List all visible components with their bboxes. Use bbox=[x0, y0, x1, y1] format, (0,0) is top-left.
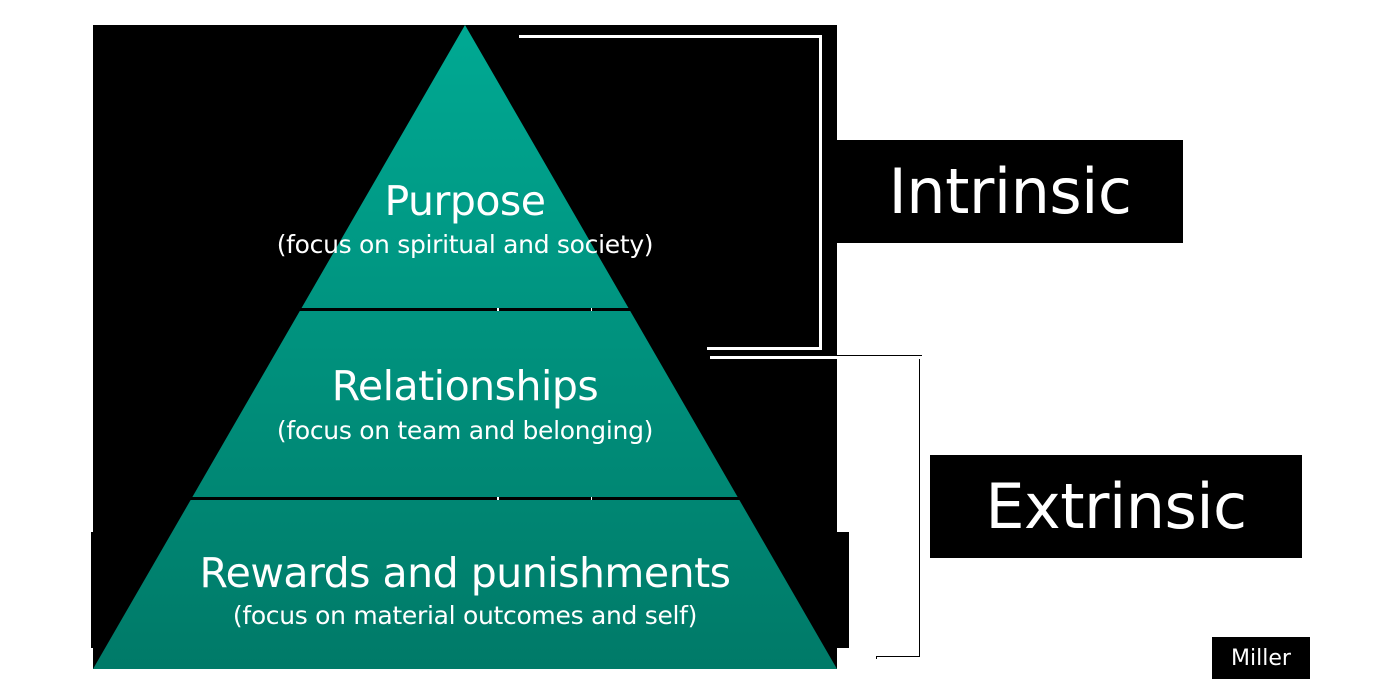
tier-rewards-title: Rewards and punishments bbox=[199, 549, 731, 597]
extrinsic-bracket bbox=[710, 355, 922, 659]
tier-rewards-subtitle: (focus on material outcomes and self) bbox=[232, 601, 698, 630]
background-block-lower-right bbox=[837, 532, 849, 648]
intrinsic-label: Intrinsic bbox=[837, 140, 1183, 243]
intrinsic-bracket bbox=[519, 35, 822, 350]
tier-relationships-subtitle: (focus on team and belonging) bbox=[276, 416, 654, 445]
tier-purpose-title: Purpose bbox=[384, 177, 546, 225]
background-block-lower-left bbox=[91, 532, 95, 648]
pyramid-shape bbox=[93, 25, 837, 669]
tier-separator-1 bbox=[290, 308, 650, 311]
tier-purpose-subtitle: (focus on spiritual and society) bbox=[276, 230, 654, 259]
extrinsic-label: Extrinsic bbox=[930, 455, 1302, 558]
tier-separator-2 bbox=[180, 497, 760, 500]
tier-relationships-title: Relationships bbox=[331, 362, 599, 410]
credit-label: Miller bbox=[1212, 637, 1310, 679]
